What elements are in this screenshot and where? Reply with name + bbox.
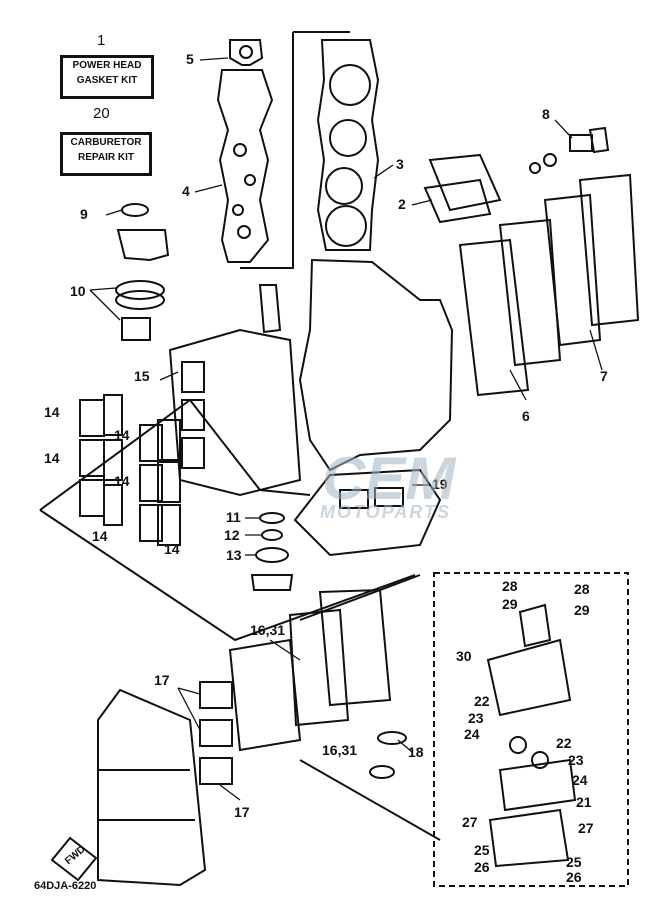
- callout-24-a: 24: [464, 726, 480, 742]
- callout-21: 21: [576, 794, 592, 810]
- callout-16-31-b: 16,31: [322, 742, 358, 758]
- callout-23-b: 23: [568, 752, 584, 768]
- watermark-brand: CEM: [322, 445, 456, 512]
- callout-28-b: 28: [574, 581, 590, 597]
- carburetor-detail-box: [433, 572, 629, 887]
- callout-6: 6: [522, 408, 530, 424]
- fwd-arrow: [50, 836, 98, 882]
- callout-25-a: 25: [474, 842, 490, 858]
- callout-19: 19: [432, 476, 448, 492]
- power-head-gasket-kit-box: POWER HEAD GASKET KIT: [60, 55, 154, 99]
- callout-29-a: 29: [502, 596, 518, 612]
- kit-20-number: 20: [93, 105, 110, 122]
- part-7-cover: [543, 193, 602, 347]
- part-3-gasket: [316, 39, 380, 251]
- callout-14-f: 14: [164, 541, 180, 557]
- callout-2: 2: [398, 196, 406, 212]
- kit-1-line1: POWER HEAD: [72, 60, 142, 71]
- part-4-gasket: [216, 69, 274, 263]
- part-6-cover: [458, 238, 530, 397]
- callout-18: 18: [408, 744, 424, 760]
- kit-20-line1: CARBURETOR: [70, 137, 142, 148]
- callout-23-a: 23: [468, 710, 484, 726]
- callout-5: 5: [186, 51, 194, 67]
- callout-14-d: 14: [114, 473, 130, 489]
- callout-24-b: 24: [572, 772, 588, 788]
- callout-14-c: 14: [114, 427, 130, 443]
- watermark-sub: MOTOPARTS: [320, 502, 452, 522]
- part-13-oring: [255, 547, 289, 563]
- callout-25-b: 25: [566, 854, 582, 870]
- callout-28-a: 28: [502, 578, 518, 594]
- part-15-reed-housing: [168, 328, 302, 497]
- kit-20-line2: REPAIR KIT: [78, 152, 134, 163]
- part-11-seal: [259, 512, 285, 524]
- part-12-seal: [261, 529, 283, 541]
- carburetor-repair-kit-box: CARBURETOR REPAIR KIT: [60, 132, 152, 176]
- kit-1-line2: GASKET KIT: [76, 75, 138, 86]
- callout-14-b: 14: [44, 450, 60, 466]
- callout-17-a: 17: [154, 672, 170, 688]
- part-2-gasket: [428, 153, 502, 212]
- part-14-reed-right: [139, 424, 163, 462]
- part-19-gasket: [293, 468, 442, 557]
- callout-26-a: 26: [474, 859, 490, 875]
- power-head-bracket: [240, 31, 350, 269]
- part-14-reed-left: [79, 399, 105, 437]
- callout-12: 12: [224, 527, 240, 543]
- cylinder-block: [298, 258, 454, 472]
- silencer-cover: [97, 688, 207, 887]
- callout-29-b: 29: [574, 602, 590, 618]
- callout-15: 15: [134, 368, 150, 384]
- callout-16-31-a: 16,31: [250, 622, 286, 638]
- callout-14-a: 14: [44, 404, 60, 420]
- callout-4: 4: [182, 183, 190, 199]
- callout-9: 9: [80, 206, 88, 222]
- part-17-gasket: [199, 681, 233, 709]
- callout-14-e: 14: [92, 528, 108, 544]
- callout-13: 13: [226, 547, 242, 563]
- part-16-manifold: [318, 588, 392, 707]
- callout-11: 11: [226, 509, 241, 525]
- carburetor-body: [486, 638, 572, 717]
- callout-30: 30: [456, 648, 472, 664]
- kit-1-number: 1: [97, 32, 106, 49]
- part-8-thermostat: [569, 134, 593, 152]
- callout-3: 3: [396, 156, 404, 172]
- callout-8: 8: [542, 106, 550, 122]
- part-9-seal: [121, 203, 149, 217]
- callout-7: 7: [600, 368, 608, 384]
- callout-27-b: 27: [578, 820, 594, 836]
- callout-17-b: 17: [234, 804, 250, 820]
- callout-22-b: 22: [556, 735, 572, 751]
- callout-22-a: 22: [474, 693, 490, 709]
- callout-26-b: 26: [566, 869, 582, 885]
- part-18-gasket: [377, 731, 407, 745]
- part-10-ring: [115, 280, 165, 300]
- figure-code: 64DJA-6220: [34, 880, 97, 892]
- part-5-gasket: [229, 39, 264, 66]
- callout-27-a: 27: [462, 814, 478, 830]
- callout-10: 10: [70, 283, 86, 299]
